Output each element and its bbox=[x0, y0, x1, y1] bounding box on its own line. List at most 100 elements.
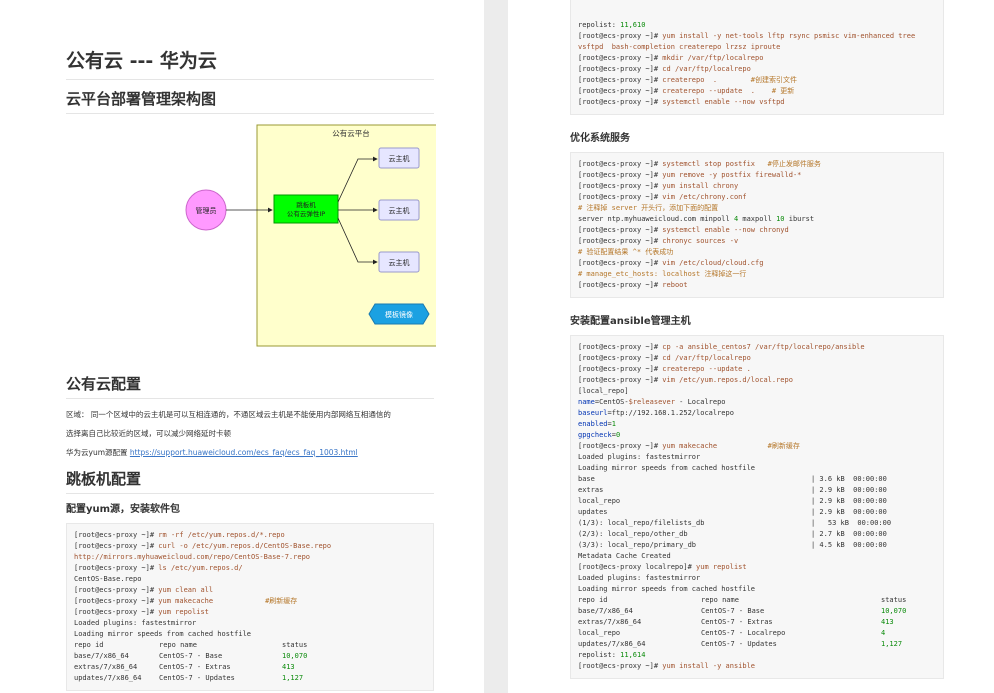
left-page: 公有云 --- 华为云 云平台部署管理架构图 公有云平台 管理员 跳板机 公有云… bbox=[0, 0, 484, 693]
jump-host-label-1: 跳板机 bbox=[296, 200, 316, 209]
code-line: [root@ecs-proxy ~]# cp -a ansible_centos… bbox=[578, 343, 865, 351]
code-line: Loading mirror speeds from cached hostfi… bbox=[74, 630, 252, 638]
mirror-row: updates| 2.9 kB 00:00:00 bbox=[578, 508, 887, 516]
code-line: [root@ecs-proxy ~]# createrepo . #创建索引文件 bbox=[578, 76, 798, 84]
code-line: gpgcheck=0 bbox=[578, 431, 621, 439]
subheading-optimize-services: 优化系统服务 bbox=[570, 133, 630, 144]
code-line: [root@ecs-proxy ~]# yum remove -y postfi… bbox=[578, 171, 802, 179]
code-line: [root@ecs-proxy ~]# yum makecache #刷新缓存 bbox=[578, 442, 800, 450]
template-image-node bbox=[368, 303, 430, 325]
code-line: [root@ecs-proxy ~]# rm -rf /etc/yum.repo… bbox=[74, 531, 285, 539]
code-line: Loading mirror speeds from cached hostfi… bbox=[578, 464, 756, 472]
section-heading-cloud-config: 公有云配置 bbox=[66, 373, 434, 399]
mirror-row: (3/3): local_repo/primary_db| 4.5 kB 00:… bbox=[578, 541, 887, 549]
code-line: baseurl=ftp://192.168.1.252/localrepo bbox=[578, 409, 734, 417]
cloud-host-2 bbox=[378, 199, 420, 221]
paragraph-latency: 选择离自己比较近的区域，可以减少网络延时卡顿 bbox=[66, 429, 231, 438]
code-line: Loaded plugins: fastestmirror bbox=[74, 619, 197, 627]
code-line: [root@ecs-proxy ~]# cd /var/ftp/localrep… bbox=[578, 354, 751, 362]
cloud-host-1 bbox=[378, 147, 420, 169]
subheading-yum-config: 配置yum源，安装软件包 bbox=[66, 504, 181, 515]
code-line: # 验证配置结果 ^* 代表成功 bbox=[578, 248, 674, 256]
code-line: [root@ecs-proxy ~]# yum install -y ansib… bbox=[578, 662, 756, 670]
code-block-yum: [root@ecs-proxy ~]# rm -rf /etc/yum.repo… bbox=[66, 523, 434, 691]
jump-to-host1-arrow bbox=[337, 156, 378, 203]
code-block-install: repolist: 11,610 [root@ecs-proxy ~]# yum … bbox=[570, 0, 944, 115]
huawei-yum-link[interactable]: https://support.huaweicloud.com/ecs_faq/… bbox=[129, 448, 358, 457]
code-line: [root@ecs-proxy ~]# systemctl stop postf… bbox=[578, 160, 821, 168]
cloud-host-3-label: 云主机 bbox=[389, 258, 410, 267]
right-page: repolist: 11,610 [root@ecs-proxy ~]# yum … bbox=[508, 0, 994, 693]
code-line: [root@ecs-proxy ~]# vim /etc/yum.repos.d… bbox=[578, 376, 793, 384]
mirror-row: base| 3.6 kB 00:00:00 bbox=[578, 475, 887, 483]
code-line: [root@ecs-proxy ~]# yum install chrony bbox=[578, 182, 739, 190]
code-block-ansible: [root@ecs-proxy ~]# cp -a ansible_centos… bbox=[570, 335, 944, 679]
paragraph-yum-source: 华为云yum源配置 https://support.huaweicloud.co… bbox=[66, 443, 434, 462]
architecture-diagram: 公有云平台 管理员 跳板机 公有云弹性IP 云主机 云主机 云主机 模板镜像 bbox=[122, 124, 436, 359]
cloud-host-2-label: 云主机 bbox=[389, 206, 410, 215]
paragraph-region: 区域： 同一个区域中的云主机是可以互相连通的，不通区域云主机是不能使用内部网络互… bbox=[66, 410, 391, 419]
code-line: vsftpd bash-completion createrepo lrzsz … bbox=[578, 43, 781, 51]
code-line: [root@ecs-proxy ~]# yum clean all bbox=[74, 586, 214, 594]
code-line: [root@ecs-proxy ~]# chronyc sources -v bbox=[578, 237, 739, 245]
code-line: [root@ecs-proxy localrepo]# yum repolist bbox=[578, 563, 747, 571]
code-line: enabled=1 bbox=[578, 420, 616, 428]
code-line: [root@ecs-proxy ~]# createrepo --update … bbox=[578, 365, 751, 373]
code-block-optimize: [root@ecs-proxy ~]# systemctl stop postf… bbox=[570, 152, 944, 298]
code-line: [root@ecs-proxy ~]# curl -o /etc/yum.rep… bbox=[74, 542, 332, 550]
code-line: [root@ecs-proxy ~]# yum makecache#刷新缓存 bbox=[74, 597, 298, 605]
code-line: [root@ecs-proxy ~]# systemctl enable --n… bbox=[578, 226, 789, 234]
code-line: http://mirrors.myhuaweicloud.com/repo/Ce… bbox=[74, 553, 311, 561]
code-line: [root@ecs-proxy ~]# vim /etc/cloud/cloud… bbox=[578, 259, 764, 267]
code-line: Loading mirror speeds from cached hostfi… bbox=[578, 585, 756, 593]
template-image-label: 模板镜像 bbox=[385, 310, 413, 319]
code-line: [root@ecs-proxy ~]# mkdir /var/ftp/local… bbox=[578, 54, 764, 62]
code-line: CentOS-Base.repo bbox=[74, 575, 142, 583]
cloud-host-3 bbox=[378, 251, 420, 273]
code-line: repolist: 11,614 bbox=[578, 651, 646, 659]
code-line: [root@ecs-proxy ~]# yum install -y net-t… bbox=[578, 32, 916, 40]
jump-host-label-2: 公有云弹性IP bbox=[287, 209, 325, 218]
page-gap bbox=[484, 0, 508, 693]
code-line: Metadata Cache Created bbox=[578, 552, 671, 560]
code-line: [root@ecs-proxy ~]# yum repolist bbox=[74, 608, 209, 616]
code-line: [root@ecs-proxy ~]# vim /etc/chrony.conf bbox=[578, 193, 747, 201]
code-line: Loaded plugins: fastestmirror bbox=[578, 574, 701, 582]
architecture-diagram-svg: 公有云平台 管理员 跳板机 公有云弹性IP 云主机 云主机 云主机 模板镜像 bbox=[185, 124, 436, 347]
admin-node-label: 管理员 bbox=[196, 206, 217, 215]
section-heading-jump-host: 跳板机配置 bbox=[66, 468, 434, 494]
code-line: [root@ecs-proxy ~]# reboot bbox=[578, 281, 688, 289]
code-line: repolist: 11,610 bbox=[578, 21, 646, 29]
section-heading-architecture: 云平台部署管理架构图 bbox=[66, 88, 434, 114]
jump-host-node bbox=[273, 194, 339, 224]
code-line: server ntp.myhuaweicloud.com minpoll 4 m… bbox=[578, 215, 815, 223]
cloud-platform-label: 公有云平台 bbox=[332, 128, 370, 138]
mirror-row: local_repo| 2.9 kB 00:00:00 bbox=[578, 497, 887, 505]
mirror-row: (2/3): local_repo/other_db| 2.7 kB 00:00… bbox=[578, 530, 887, 538]
code-line: name=CentOS-$releasever - Localrepo bbox=[578, 398, 726, 406]
code-line: [root@ecs-proxy ~]# createrepo --update … bbox=[578, 87, 795, 95]
mirror-row: (1/3): local_repo/filelists_db| 53 kB 00… bbox=[578, 519, 892, 527]
code-line: # 注释掉 server 开头行，添加下面的配置 bbox=[578, 204, 719, 212]
code-line: [root@ecs-proxy ~]# ls /etc/yum.repos.d/ bbox=[74, 564, 243, 572]
code-line: [local_repo] bbox=[578, 387, 629, 395]
code-line: # manage_etc_hosts: localhost 注释掉这一行 bbox=[578, 270, 747, 278]
cloud-host-1-label: 云主机 bbox=[389, 154, 410, 163]
page-title: 公有云 --- 华为云 bbox=[66, 46, 434, 80]
mirror-row: extras| 2.9 kB 00:00:00 bbox=[578, 486, 887, 494]
code-line: [root@ecs-proxy ~]# systemctl enable --n… bbox=[578, 98, 785, 106]
subheading-ansible: 安装配置ansible管理主机 bbox=[570, 316, 691, 327]
jump-to-host3-arrow bbox=[337, 217, 378, 265]
code-line: [root@ecs-proxy ~]# cd /var/ftp/localrep… bbox=[578, 65, 751, 73]
code-line: Loaded plugins: fastestmirror bbox=[578, 453, 701, 461]
yum-source-prefix: 华为云yum源配置 bbox=[66, 448, 130, 457]
